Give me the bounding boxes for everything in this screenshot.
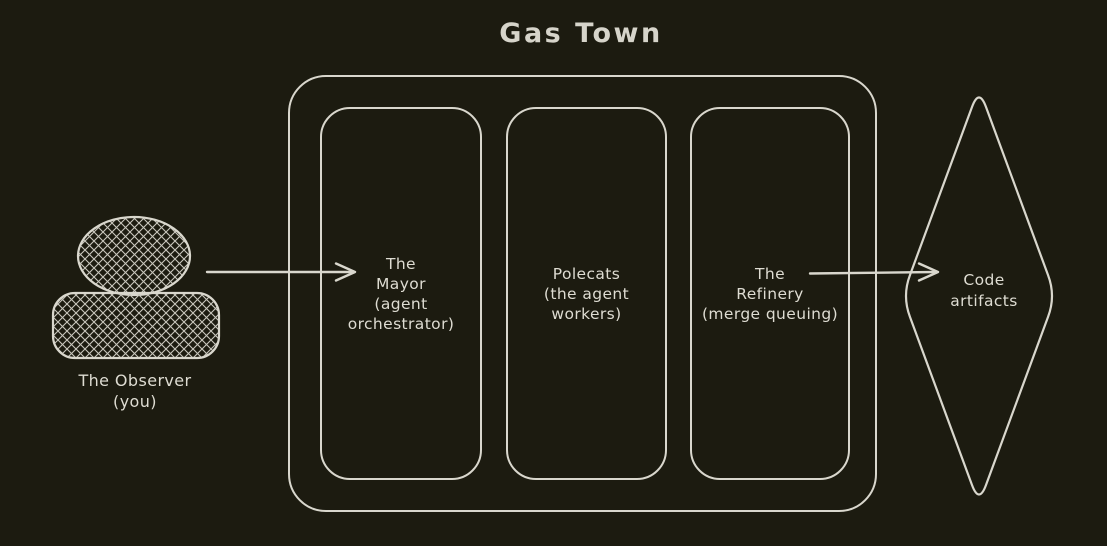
gas-town-container: The Mayor (agent orchestrator) Polecats …: [288, 75, 877, 512]
box-polecats-label: Polecats (the agent workers): [543, 264, 630, 323]
code-artifacts-label: Code artifacts: [950, 271, 1018, 310]
diagram-title: Gas Town: [499, 18, 663, 49]
observer-figure: [51, 215, 221, 360]
box-polecats: Polecats (the agent workers): [506, 107, 667, 480]
box-refinery-label: The Refinery (merge queuing): [701, 264, 839, 323]
observer-head: [76, 215, 192, 297]
box-mayor-label: The Mayor (agent orchestrator): [347, 254, 455, 333]
observer-body: [51, 291, 221, 360]
box-mayor: The Mayor (agent orchestrator): [320, 107, 482, 480]
box-refinery: The Refinery (merge queuing): [690, 107, 850, 480]
observer-label: The Observer (you): [78, 371, 192, 411]
